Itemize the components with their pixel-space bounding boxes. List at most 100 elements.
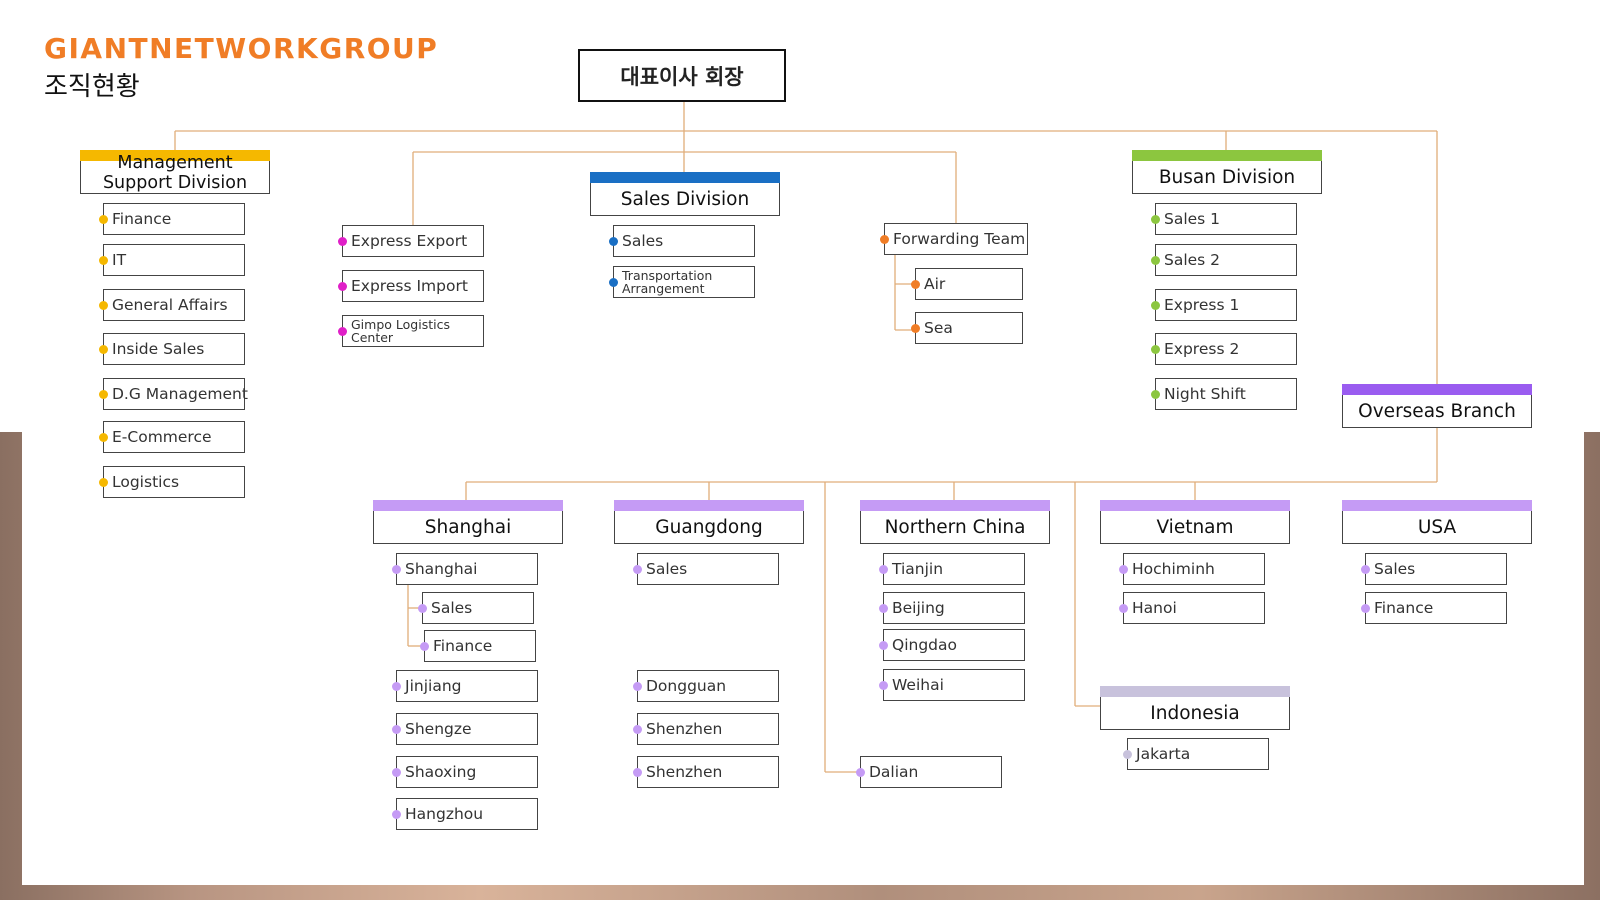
shanghai-item-label: Jinjiang [405,677,462,695]
bullet-dot [1119,565,1128,574]
region-header-shanghai: Shanghai [373,500,563,544]
management-item: IT [99,244,245,276]
usa-item: Sales [1361,553,1507,585]
management-item-label: D.G Management [112,385,248,403]
region-color-bar [373,500,563,511]
shanghai-sub-label: Finance [433,637,493,655]
busan-division-title: Busan Division [1158,166,1296,188]
bullet-dot [879,681,888,690]
guangdong-sales-label: Sales [646,560,688,578]
bullet-dot [879,565,888,574]
shanghai-item-label: Shaoxing [405,763,477,781]
shanghai-branch: Shanghai [392,553,538,585]
sales-item: Transportation Arrangement [609,266,755,298]
usa-item: Finance [1361,592,1507,624]
northern-item: Qingdao [879,629,1025,661]
management-item: General Affairs [99,289,245,321]
bullet-dot [99,390,108,399]
bullet-dot [633,768,642,777]
bullet-dot [420,642,429,651]
bullet-dot [418,604,427,613]
bullet-dot [1361,604,1370,613]
bullet-dot [99,215,108,224]
northern-item: Tianjin [879,553,1025,585]
shanghai-item-label: Shengze [405,720,472,738]
bullet-dot [633,725,642,734]
busan-item-label: Express 1 [1164,296,1240,314]
shanghai-sub-label: Sales [431,599,473,617]
busan-item: Express 2 [1151,333,1297,365]
shanghai-item: Shaoxing [392,756,538,788]
bullet-dot [911,280,920,289]
vietnam-item: Hochiminh [1119,553,1265,585]
management-item: E-Commerce [99,421,245,453]
vietnam-item-label: Hochiminh [1132,560,1215,578]
northern-item-label: Weihai [892,676,944,694]
region-header-guangdong: Guangdong [614,500,804,544]
management-item: Logistics [99,466,245,498]
bullet-dot [879,641,888,650]
management-item-label: General Affairs [112,296,228,314]
busan-item-label: Sales 1 [1164,210,1221,228]
forwarding-item-label: Air [924,275,946,293]
forwarding-team-box: Forwarding Team [880,223,1028,255]
region-color-bar [1100,686,1290,697]
sales-item-label: Sales [622,232,664,250]
northern-dalian-label: Dalian [869,763,919,781]
overseas-branch-title: Overseas Branch [1358,400,1516,422]
express-item-label: Express Import [351,277,468,295]
bullet-dot [856,768,865,777]
management-item: Inside Sales [99,333,245,365]
busan-item-label: Sales 2 [1164,251,1221,269]
busan-item: Sales 1 [1151,203,1297,235]
northern-item: Beijing [879,592,1025,624]
shanghai-sub: Sales [418,592,534,624]
sales-color-bar [590,172,780,183]
guangdong-sales: Sales [633,553,779,585]
region-color-bar [860,500,1050,511]
usa-item-label: Finance [1374,599,1434,617]
management-item-label: E-Commerce [112,428,212,446]
bullet-dot [1361,565,1370,574]
bullet-dot [609,237,618,246]
forwarding-item: Air [911,268,1023,300]
management-item-label: Inside Sales [112,340,205,358]
bullet-dot [1151,256,1160,265]
shanghai-item: Shengze [392,713,538,745]
bullet-dot [609,278,618,287]
bullet-dot [1151,301,1160,310]
management-item-label: Logistics [112,473,180,491]
express-item-label: Gimpo Logistics Center [351,317,450,345]
bullet-dot [99,345,108,354]
management-division-title: Management Support Division [102,153,248,193]
vietnam-item: Hanoi [1119,592,1265,624]
forwarding-item-label: Sea [924,319,953,337]
bullet-dot [392,565,401,574]
management-item: Finance [99,203,245,235]
shanghai-item: Hangzhou [392,798,538,830]
bullet-dot [633,565,642,574]
bullet-dot [1119,604,1128,613]
vietnam-item-label: Hanoi [1132,599,1177,617]
bullet-dot [911,324,920,333]
usa-item-label: Sales [1374,560,1416,578]
bullet-dot [392,768,401,777]
brand-logo: GIANTNETWORKGROUP [44,32,439,65]
bullet-dot [1151,215,1160,224]
region-title-usa: USA [1417,516,1457,538]
bullet-dot [99,478,108,487]
northern-item: Weihai [879,669,1025,701]
guangdong-item: Shenzhen [633,756,779,788]
bullet-dot [99,433,108,442]
express-item: Express Import [338,270,484,302]
busan-item-label: Night Shift [1164,385,1246,403]
bullet-dot [392,682,401,691]
sales-item: Sales [609,225,755,257]
management-item-label: IT [112,251,127,269]
busan-item-label: Express 2 [1164,340,1240,358]
bullet-dot [392,810,401,819]
region-title-northern-china: Northern China [884,516,1026,538]
bullet-dot [99,256,108,265]
busan-item: Sales 2 [1151,244,1297,276]
bullet-dot [338,327,347,336]
